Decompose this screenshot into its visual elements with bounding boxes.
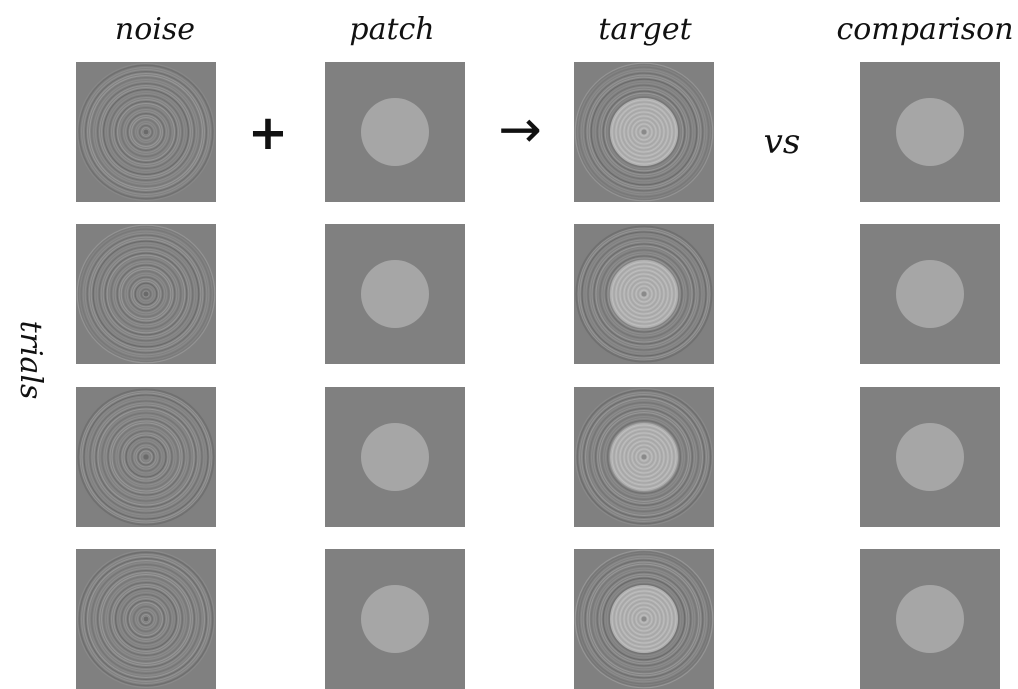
versus-label: vs (763, 122, 801, 162)
target-tile (574, 387, 714, 527)
target-tile (574, 62, 714, 202)
noise-tile (76, 224, 216, 364)
plus-operator: + (247, 105, 289, 161)
noise-tile (76, 549, 216, 689)
patch-tile (325, 387, 465, 527)
comparison-tile (860, 62, 1000, 202)
noise-tile (76, 62, 216, 202)
column-title-comparison: comparison (836, 12, 1014, 47)
comparison-tile (860, 224, 1000, 364)
row-label-trials: trials (13, 320, 48, 400)
target-tile (574, 224, 714, 364)
patch-tile (325, 549, 465, 689)
column-title-noise: noise (114, 12, 196, 47)
target-tile (574, 549, 714, 689)
patch-tile (325, 224, 465, 364)
patch-tile (325, 62, 465, 202)
comparison-tile (860, 549, 1000, 689)
noise-tile (76, 387, 216, 527)
column-title-target: target (598, 12, 692, 47)
column-title-patch: patch (349, 12, 435, 47)
arrow-operator: → (498, 100, 542, 160)
comparison-tile (860, 387, 1000, 527)
